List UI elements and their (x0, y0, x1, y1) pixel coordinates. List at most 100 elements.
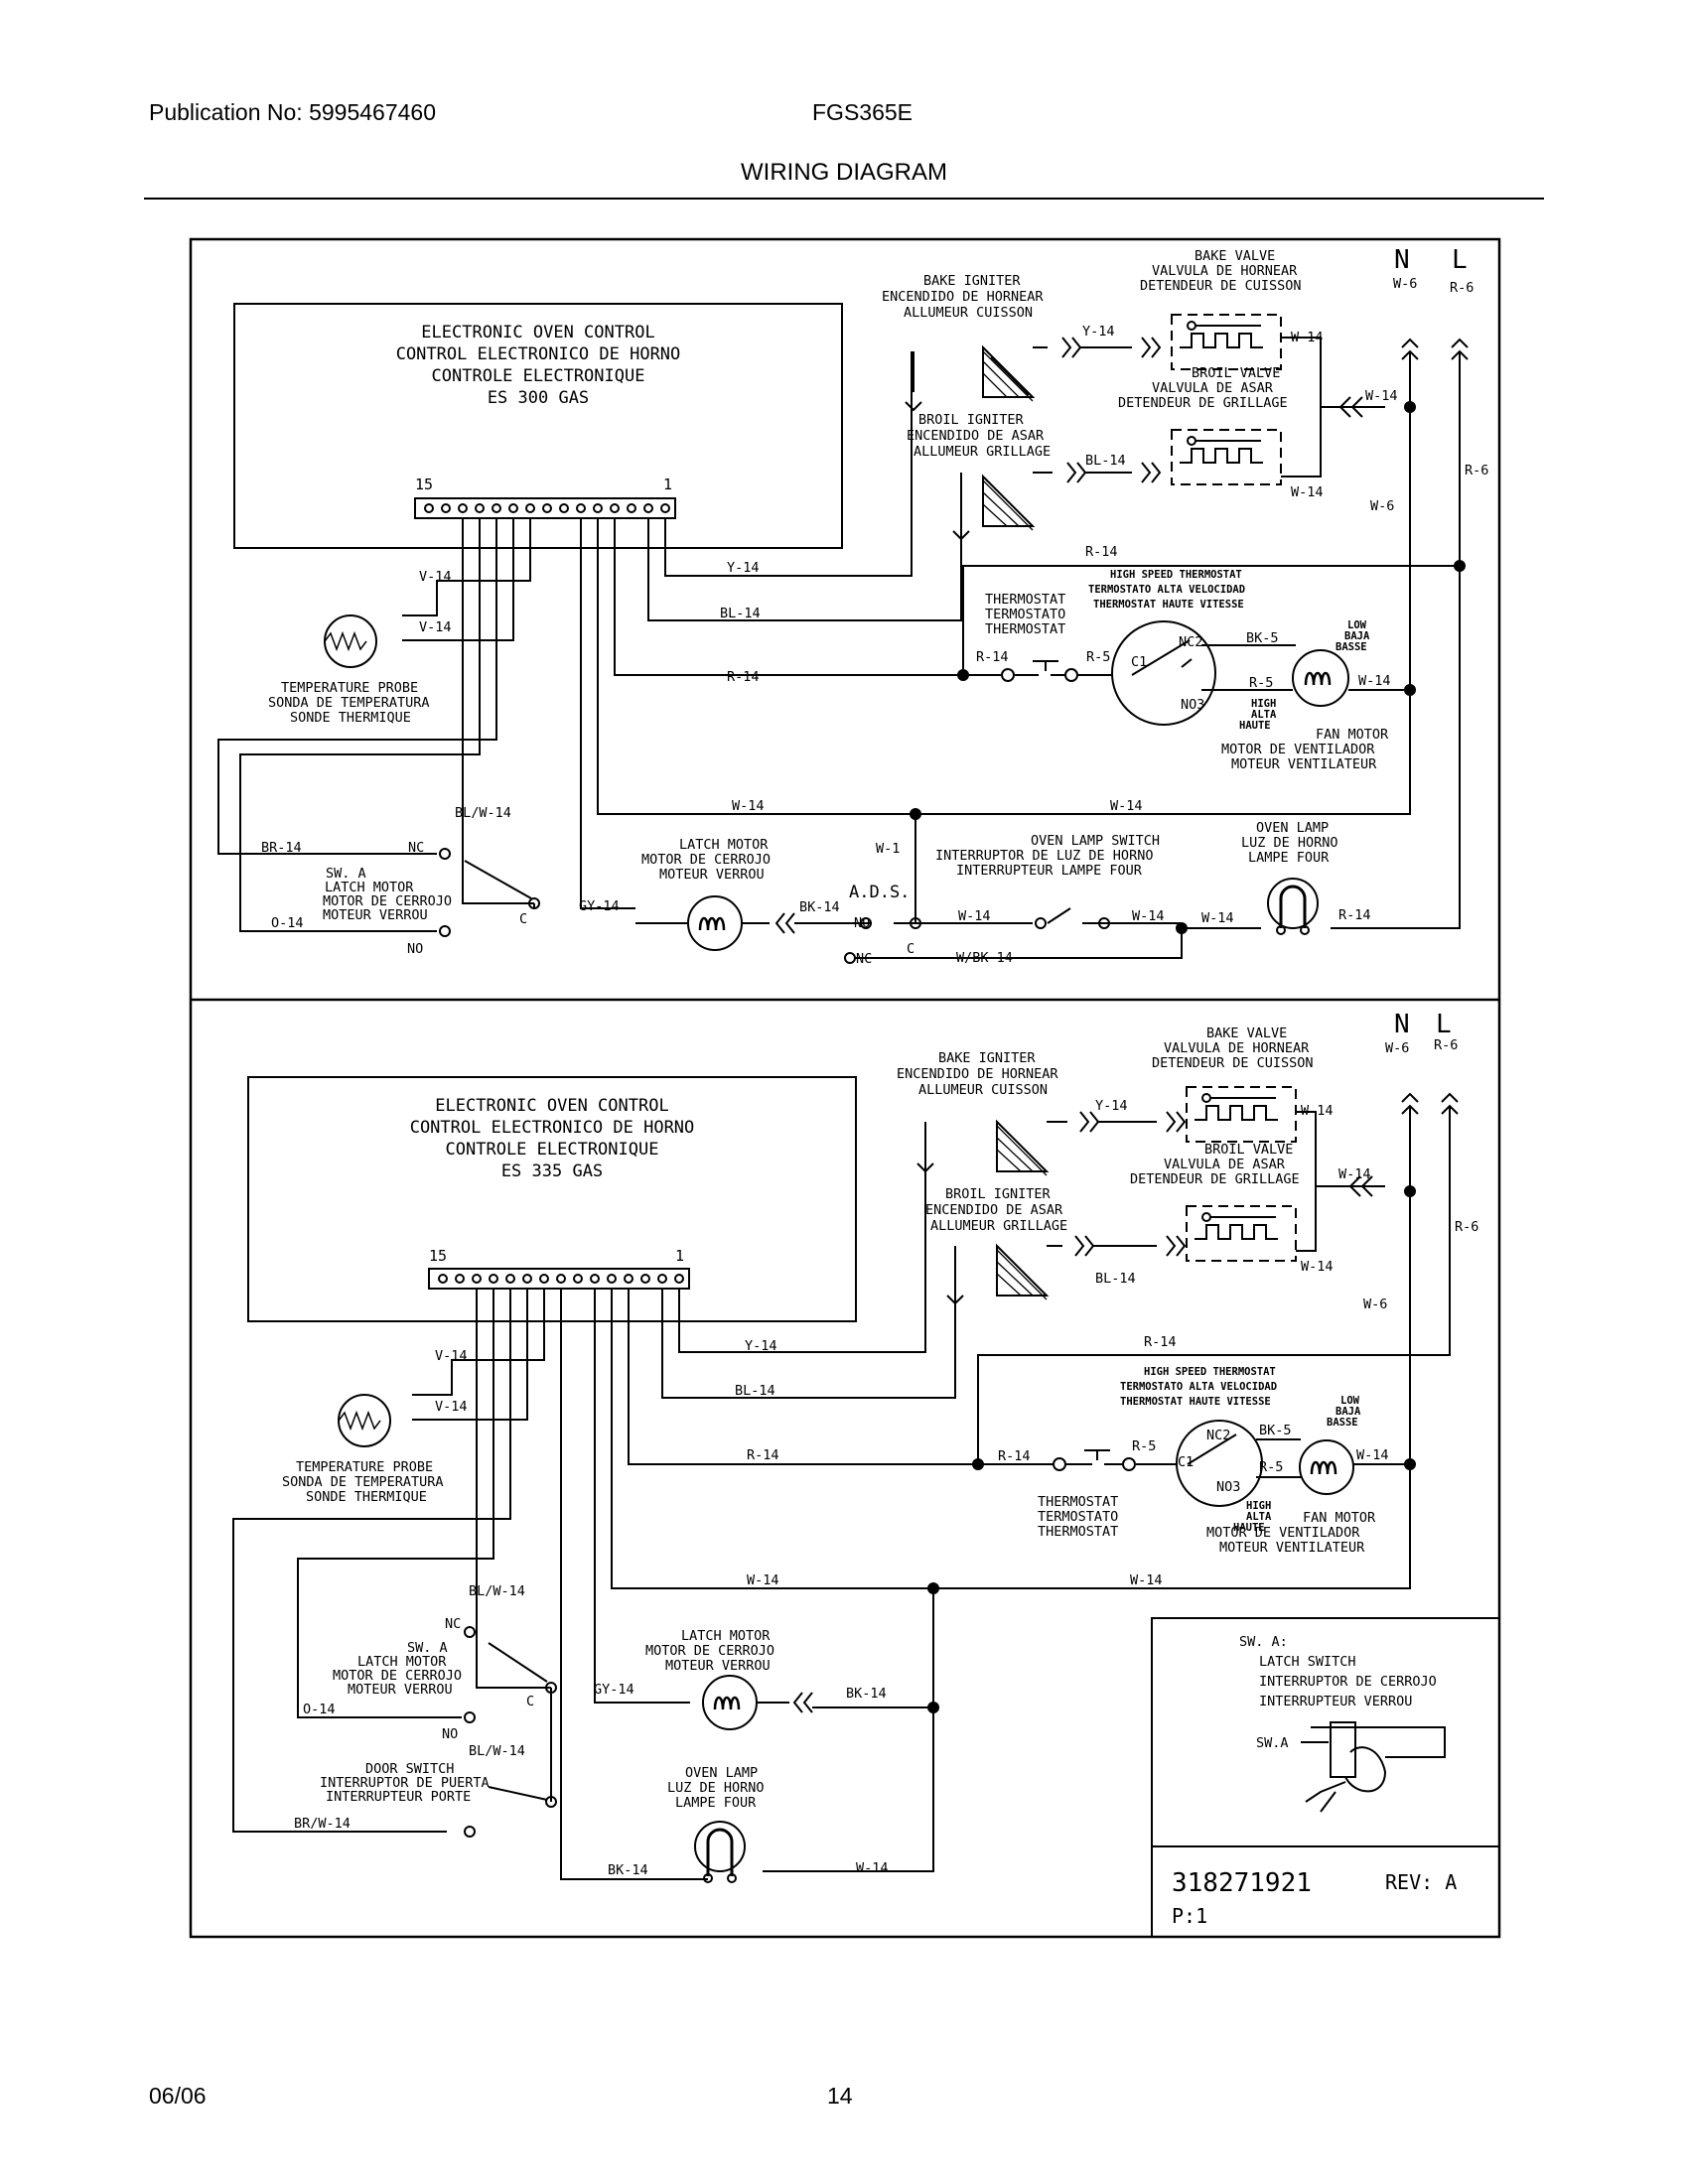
top-broil-igniter-1: BROIL IGNITER (918, 412, 1025, 428)
top-w14-lower-b: W-14 (1110, 798, 1143, 814)
top-oven-lamp (1267, 878, 1319, 929)
header-rule (144, 198, 1544, 200)
bottom-y14-pin: Y-14 (745, 1338, 777, 1354)
publication-number: Publication No: 5995467460 (149, 99, 437, 125)
top-broil-igniter-2: ENCENDIDO DE ASAR (907, 428, 1045, 444)
top-fan-wires (1201, 644, 1296, 691)
top-wbk14: W/BK-14 (956, 950, 1013, 966)
bottom-broil-valve-1: BROIL VALVE (1204, 1142, 1293, 1158)
bottom-bake-valve-1: BAKE VALVE (1206, 1025, 1287, 1041)
top-bake-igniter-wire (913, 337, 1162, 392)
top-igniter-arrows (905, 401, 970, 541)
top-broil-igniter (982, 474, 1036, 527)
model-number: FGS365E (812, 99, 913, 125)
top-high-1: HIGH (1251, 698, 1276, 710)
top-fan-motor-2: MOTOR DE VENTILADOR (1221, 742, 1375, 757)
top-nc2: NC2 (1179, 634, 1202, 650)
top-latch-motor-3: MOTEUR VERROU (659, 867, 765, 883)
top-lamp-switch-2: INTERRUPTOR DE LUZ DE HORNO (935, 848, 1153, 864)
bottom-bake-valve (1186, 1086, 1297, 1143)
bottom-line-wire (977, 1106, 1451, 1464)
bottom-door-switch-2: INTERRUPTOR DE PUERTA (320, 1775, 490, 1791)
bottom-wire-v14a (412, 1289, 545, 1396)
top-bake-igniter-1: BAKE IGNITER (923, 273, 1021, 289)
top-r14-feed (962, 565, 1460, 675)
bottom-door-switch-1: DOOR SWITCH (365, 1761, 454, 1777)
top-fan-motor-1: FAN MOTOR (1316, 727, 1389, 743)
bottom-broil-igniter-wire (954, 1235, 1187, 1296)
top-ads-no: NO (854, 915, 870, 931)
bottom-high-3: HAUTE (1233, 1522, 1265, 1534)
top-bl14-igniter: BL-14 (1085, 453, 1126, 469)
bottom-blw14-b: BL/W-14 (469, 1743, 525, 1759)
bottom-control-label-2: CONTROL ELECTRONICO DE HORNO (410, 1118, 695, 1138)
bottom-fan-motor (1299, 1439, 1354, 1495)
bottom-w14-lower-a: W-14 (747, 1572, 779, 1588)
top-oven-lamp-1: OVEN LAMP (1256, 820, 1329, 836)
bottom-w14-lamp: W-14 (856, 1860, 889, 1876)
top-r14-pin: R-14 (727, 669, 760, 685)
top-blw14: BL/W-14 (455, 805, 511, 821)
top-line-wire (1331, 351, 1461, 929)
part-number: 318271921 (1172, 1868, 1312, 1898)
bottom-bake-igniter-3: ALLUMEUR CUISSON (918, 1082, 1048, 1098)
bottom-latch-motor-1: LATCH MOTOR (681, 1628, 771, 1644)
top-o14: O-14 (271, 915, 304, 931)
bottom-labels: ELECTRONIC OVEN CONTROL CONTROL ELECTRON… (282, 1010, 1478, 1928)
top-bake-valve-3: DETENDEUR DE CUISSON (1140, 278, 1302, 294)
bottom-wire-y14 (678, 1122, 926, 1353)
top-bake-valve (1171, 314, 1282, 370)
top-fan-motor (1292, 649, 1349, 707)
top-w14-valve: W-14 (1365, 388, 1398, 404)
bottom-thermostat-1: THERMOSTAT (1038, 1494, 1118, 1510)
bottom-n-label: N (1394, 1010, 1410, 1039)
bottom-bake-valve-coil (1195, 1105, 1278, 1121)
top-wire-w14 (597, 518, 1411, 815)
bottom-r6-side: R-6 (1455, 1219, 1478, 1235)
top-broil-valve (1171, 429, 1282, 485)
top-temp-probe-3: SONDE THERMIQUE (290, 710, 411, 726)
bottom-high-2: ALTA (1246, 1511, 1272, 1523)
top-wire-blw14 (462, 518, 534, 904)
bottom-oven-lamp-1: OVEN LAMP (685, 1765, 758, 1781)
bottom-bl14-pin: BL-14 (735, 1383, 775, 1399)
top-pin-15-label: 15 (415, 476, 433, 493)
top-wire-y14 (664, 351, 913, 577)
bottom-electronic-oven-control (247, 1076, 857, 1322)
diagram-frame (189, 237, 1501, 1939)
top-thermostat-1: THERMOSTAT (985, 592, 1065, 608)
top-high-2: ALTA (1251, 709, 1277, 721)
top-bk14: BK-14 (799, 899, 840, 915)
top-low-1: LOW (1347, 619, 1367, 631)
bottom-broil-valve-3: DETENDEUR DE GRILLAGE (1130, 1171, 1300, 1187)
bottom-low-2: BAJA (1336, 1406, 1361, 1418)
top-hs-thermostat-2: TERMOSTATO ALTA VELOCIDAD (1088, 584, 1245, 596)
top-w14-lamp-a: W-14 (958, 908, 991, 924)
top-latch-motor-wires (635, 912, 860, 934)
bottom-bk5: BK-5 (1259, 1423, 1292, 1438)
legend-line-2: LATCH SWITCH (1259, 1654, 1356, 1670)
top-ads: A.D.S. (849, 883, 910, 902)
top-hs-thermostat-3: THERMOSTAT HAUTE VITESSE (1093, 599, 1244, 611)
top-r6-side: R-6 (1465, 463, 1488, 478)
top-wire-v14b (402, 518, 514, 641)
top-wire-br14 (217, 518, 497, 855)
bottom-r14-pin: R-14 (747, 1447, 779, 1463)
bottom-control-label-1: ELECTRONIC OVEN CONTROL (435, 1096, 668, 1116)
bottom-door-switch-3: INTERRUPTEUR PORTE (326, 1789, 471, 1805)
bottom-broil-igniter-2: ENCENDIDO DE ASAR (925, 1202, 1063, 1218)
top-high-speed-thermostat (1111, 620, 1216, 726)
bottom-c1: C1 (1178, 1454, 1194, 1470)
top-sw-a-4: MOTEUR VERROU (323, 907, 428, 923)
bottom-temp-probe-1: TEMPERATURE PROBE (296, 1459, 433, 1475)
top-temperature-probe (324, 614, 377, 668)
revision: REV: A (1385, 1870, 1457, 1894)
top-r5-a: R-5 (1086, 649, 1110, 665)
top-wire-v14a (402, 518, 531, 616)
bottom-bake-igniter-2: ENCENDIDO DE HORNEAR (897, 1066, 1058, 1082)
bottom-valve-connector (1348, 1175, 1373, 1197)
bottom-hs-thermostat-2: TERMOSTATO ALTA VELOCIDAD (1120, 1381, 1277, 1393)
legend-switch-body (1330, 1721, 1356, 1778)
top-thermostat-2: TERMOSTATO (985, 607, 1065, 622)
top-l-label: L (1452, 245, 1468, 275)
